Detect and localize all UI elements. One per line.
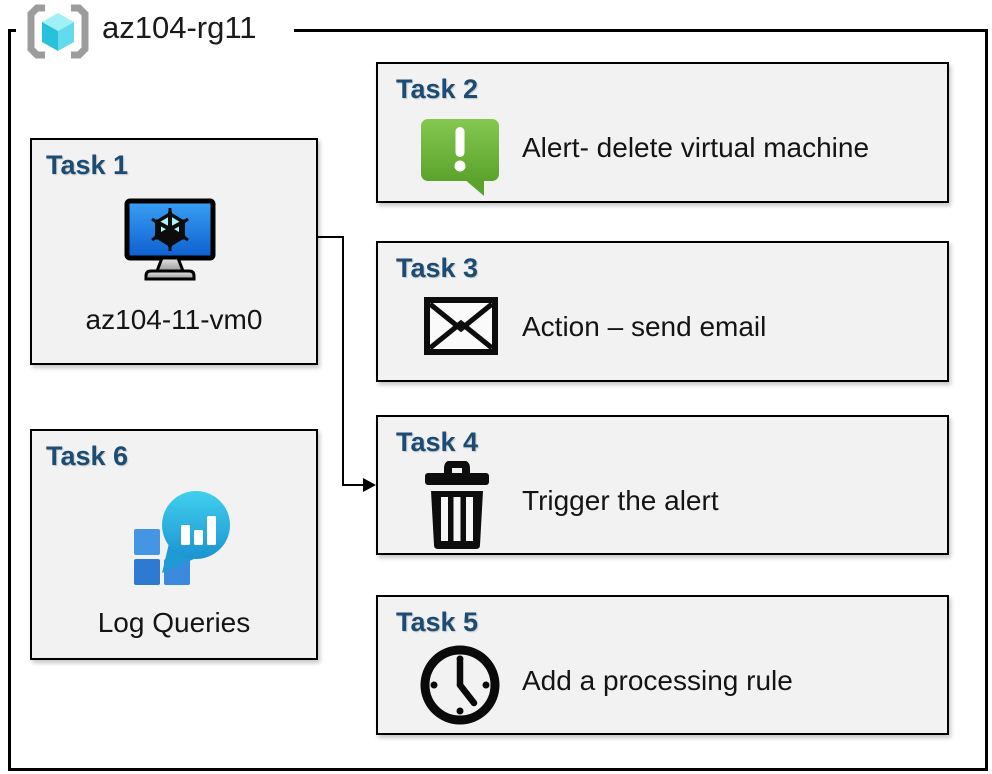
resource-group-icon: [24, 2, 92, 62]
task-box-4: Task 4 Trigger the alert: [376, 415, 949, 555]
resource-group-label: az104-rg11: [102, 10, 257, 45]
task-2-title: Task 2: [396, 74, 479, 104]
task-4-title: Task 4: [396, 427, 479, 457]
task-6-title: Task 6: [46, 441, 129, 471]
alert-bubble-icon: [420, 118, 500, 203]
task-box-5: Task 5 Add a processing rule: [376, 595, 949, 735]
task-1-title: Task 1: [46, 150, 129, 180]
task-box-2: Task 2 Alert- delete virtual machine: [376, 62, 949, 203]
task-1-label: az104-11-vm0: [85, 304, 263, 335]
clock-icon: [418, 643, 502, 732]
task-box-1: Task 1: [30, 138, 318, 365]
task-3-title: Task 3: [396, 253, 479, 283]
task-4-label: Trigger the alert: [522, 485, 719, 516]
task-3-label: Action – send email: [522, 311, 767, 342]
task-6-label: Log Queries: [97, 607, 251, 638]
task-5-label: Add a processing rule: [522, 665, 793, 696]
task-box-6: Task 6 Log Queries: [30, 429, 318, 660]
virtual-machine-icon: [124, 198, 216, 287]
task-2-label: Alert- delete virtual machine: [522, 132, 870, 163]
email-icon: [424, 297, 498, 360]
log-analytics-icon: [134, 487, 230, 592]
trash-icon: [424, 460, 490, 556]
task-box-3: Task 3 Action – send email: [376, 241, 949, 382]
task-5-title: Task 5: [396, 607, 479, 637]
